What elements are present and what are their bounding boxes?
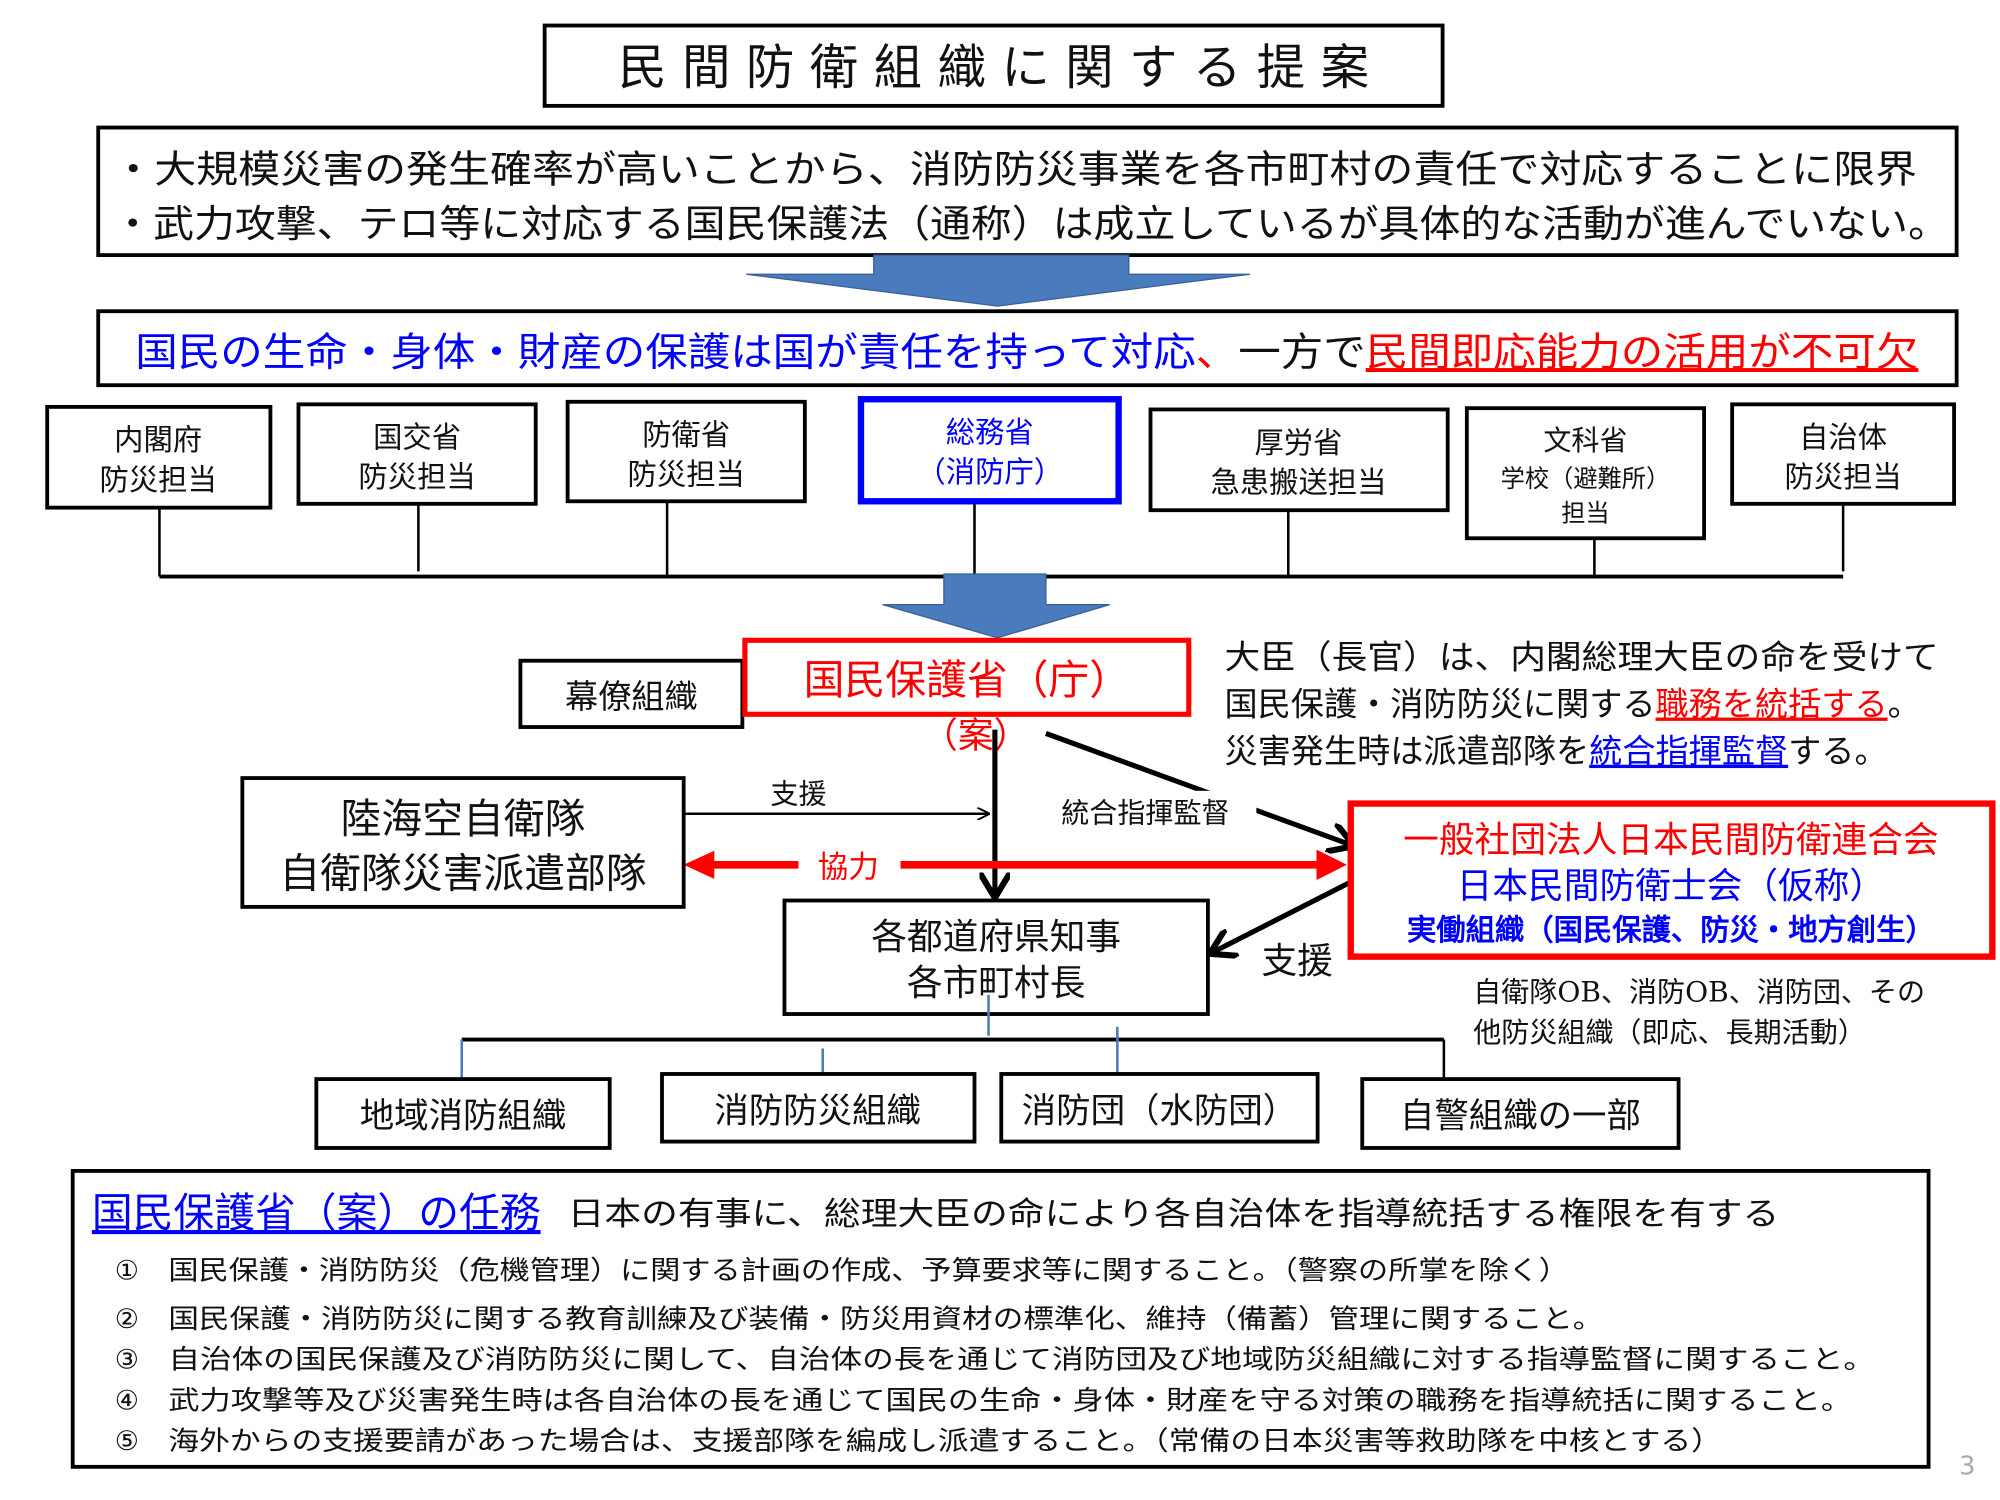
duties-box: 国民保護省（案）の任務 日本の有事に、総理大臣の命により各自治体を指導統括する権… bbox=[70, 1169, 1931, 1469]
ministry-name: 厚労省 bbox=[1254, 426, 1342, 460]
governors-line-1: 各都道府県知事 bbox=[871, 917, 1121, 958]
ministry-role: 防災担当 bbox=[1784, 460, 1901, 494]
duties-subheading: 日本の有事に、総理大臣の命により各自治体を指導統括する権限を有する bbox=[568, 1194, 1780, 1232]
background-line-2: ・武力攻撃、テロ等に対応する国民保護法（通称）は成立しているが具体的な活動が進ん… bbox=[112, 202, 1949, 247]
page-title: 民 間 防 衛 組 織 に 関 す る 提 案 bbox=[618, 40, 1369, 96]
ministry-box-defense: 防衛省 防災担当 bbox=[565, 399, 807, 504]
principle-part-3: 一方で bbox=[1238, 330, 1366, 376]
ministry-name: 防衛省 bbox=[642, 418, 730, 452]
governors-box: 各都道府県知事 各市町村長 bbox=[782, 898, 1210, 1016]
minister-note-line-1: 大臣（長官）は、内閣総理大臣の命を受けて bbox=[1224, 637, 1938, 676]
local-org-community-fire: 地域消防組織 bbox=[314, 1077, 612, 1150]
support-label: 支援 bbox=[770, 778, 826, 811]
ministry-role: 学校（避難所） bbox=[1501, 465, 1671, 493]
ministry-role: 急患搬送担当 bbox=[1210, 465, 1386, 499]
minister-note-text: 。 bbox=[1888, 685, 1921, 724]
background-line-1: ・大規模災害の発生確率が高いことから、消防防災事業を各市町村の責任で対応すること… bbox=[112, 147, 1917, 192]
principle-box: 国民の生命・身体・財産の保護は国が責任を持って対応、一方で民間即応能力の活用が不… bbox=[96, 309, 1959, 388]
association-note-line-2: 他防災組織（即応、長期活動） bbox=[1473, 1016, 1866, 1049]
command-label: 統合指揮監督 bbox=[1061, 797, 1229, 830]
duties-heading: 国民保護省（案）の任務 bbox=[92, 1189, 541, 1237]
ministry-proposal-name: 国民保護省（庁） bbox=[804, 656, 1130, 704]
ministry-name: 自治体 bbox=[1799, 421, 1887, 455]
association-note-line-1: 自衛隊OB、消防OB、消防団、その bbox=[1473, 975, 1925, 1008]
support-label: 支援 bbox=[1261, 941, 1332, 982]
ministry-proposal-note: （案） bbox=[922, 715, 1029, 756]
ministry-box-cabinet-office: 内閣府 防災担当 bbox=[45, 404, 273, 510]
down-arrow-icon bbox=[882, 573, 1110, 639]
duty-item: ③ 自治体の国民保護及び消防防災に関して、自治体の長を通じて消防団及び地域防災組… bbox=[115, 1345, 1875, 1376]
principle-part-2: 、 bbox=[1196, 330, 1239, 376]
minister-note: 大臣（長官）は、内閣総理大臣の命を受けて 国民保護・消防防災に関する職務を統括す… bbox=[1224, 637, 1938, 770]
minister-note-highlight: 職務を統括する bbox=[1656, 685, 1888, 724]
ministry-name: 内閣府 bbox=[114, 423, 202, 457]
minister-note-text: する。 bbox=[1788, 732, 1887, 771]
staff-org-box: 幕僚組織 bbox=[518, 658, 745, 729]
duty-number: ⑤ bbox=[115, 1426, 139, 1457]
duty-text: 国民保護・消防防災に関する教育訓練及び装備・防災用資材の標準化、維持（備蓄）管理… bbox=[168, 1304, 1603, 1335]
local-org-fire-disaster: 消防防災組織 bbox=[660, 1072, 977, 1144]
minister-note-text: 災害発生時は派遣部隊を bbox=[1224, 732, 1589, 771]
governors-line-2: 各市町村長 bbox=[907, 963, 1086, 1004]
local-org-label: 消防防災組織 bbox=[714, 1091, 921, 1131]
association-role: 実働組織（国民保護、防災・地方創生） bbox=[1407, 912, 1935, 947]
principle-part-1: 国民の生命・身体・財産の保護は国が責任を持って対応 bbox=[135, 330, 1196, 376]
ministry-name: 総務省 bbox=[946, 416, 1034, 450]
ministry-box-mlit: 国交省 防災担当 bbox=[296, 402, 538, 506]
background-box: ・大規模災害の発生確率が高いことから、消防防災事業を各市町村の責任で対応すること… bbox=[96, 125, 1959, 258]
ministry-box-local-government: 自治体 防災担当 bbox=[1730, 402, 1956, 506]
ministry-name: 国交省 bbox=[373, 421, 461, 455]
ministry-box-health: 厚労省 急患搬送担当 bbox=[1148, 407, 1450, 513]
duty-item: ① 国民保護・消防防災（危機管理）に関する計画の作成、予算要求等に関すること。（… bbox=[115, 1255, 1569, 1286]
local-org-label: 消防団（水防団） bbox=[1022, 1091, 1297, 1131]
sdf-box: 陸海空自衛隊 自衛隊災害派遣部隊 bbox=[240, 776, 686, 909]
duty-number: ② bbox=[115, 1304, 139, 1335]
title-box: 民 間 防 衛 組 織 に 関 す る 提 案 bbox=[542, 23, 1445, 108]
association-alt-name: 日本民間防衛士会（仮称） bbox=[1457, 866, 1885, 907]
ministry-role: 担当 bbox=[1561, 500, 1609, 528]
minister-note-text: 国民保護・消防防災に関する bbox=[1224, 685, 1655, 724]
sdf-line-2: 自衛隊災害派遣部隊 bbox=[279, 850, 646, 898]
duty-text: 武力攻撃等及び災害発生時は各自治体の長を通じて国民の生命・身体・財産を守る対策の… bbox=[168, 1385, 1852, 1416]
association-box: 一般社団法人日本民間防衛連合会 日本民間防衛士会（仮称） 実働組織（国民保護、防… bbox=[1347, 800, 1996, 960]
principle-part-4: 民間即応能力の活用が不可欠 bbox=[1366, 330, 1919, 376]
local-org-fire-brigade: 消防団（水防団） bbox=[999, 1072, 1320, 1144]
ministry-role: 防災担当 bbox=[358, 460, 475, 494]
ministry-role: 防災担当 bbox=[628, 458, 745, 492]
down-arrow-icon bbox=[746, 254, 1251, 307]
duty-number: ④ bbox=[115, 1385, 139, 1416]
duty-item: ⑤ 海外からの支援要請があった場合は、支援部隊を編成し派遣すること。（常備の日本… bbox=[115, 1426, 1722, 1457]
duty-item: ② 国民保護・消防防災に関する教育訓練及び装備・防災用資材の標準化、維持（備蓄）… bbox=[115, 1304, 1604, 1335]
duty-item: ④ 武力攻撃等及び災害発生時は各自治体の長を通じて国民の生命・身体・財産を守る対… bbox=[115, 1385, 1852, 1416]
duty-text: 海外からの支援要請があった場合は、支援部隊を編成し派遣すること。（常備の日本災害… bbox=[168, 1426, 1722, 1457]
local-org-label: 自警組織の一部 bbox=[1400, 1097, 1641, 1137]
ministry-role: 防災担当 bbox=[100, 463, 217, 497]
cooperation-label: 協力 bbox=[818, 851, 879, 886]
local-org-vigilance: 自警組織の一部 bbox=[1360, 1077, 1681, 1150]
ministry-name: 文科省 bbox=[1543, 424, 1627, 457]
association-name: 一般社団法人日本民間防衛連合会 bbox=[1403, 820, 1939, 861]
local-org-lines bbox=[460, 994, 1446, 1080]
duty-number: ① bbox=[115, 1255, 139, 1286]
svg-text:国民保護・消防防災に関する職務を統括する。: 国民保護・消防防災に関する職務を統括する。 bbox=[1224, 685, 1920, 724]
ministry-box-education: 文科省 学校（避難所） 担当 bbox=[1464, 406, 1706, 541]
local-org-label: 地域消防組織 bbox=[360, 1097, 567, 1137]
svg-text:災害発生時は派遣部隊を統合指揮監督する。: 災害発生時は派遣部隊を統合指揮監督する。 bbox=[1224, 732, 1887, 771]
minister-note-highlight: 統合指揮監督 bbox=[1589, 732, 1788, 771]
duty-text: 国民保護・消防防災（危機管理）に関する計画の作成、予算要求等に関すること。（警察… bbox=[168, 1255, 1569, 1286]
ministry-proposal-box: 国民保護省（庁） （案） bbox=[742, 637, 1192, 756]
duty-text: 自治体の国民保護及び消防防災に関して、自治体の長を通じて消防団及び地域防災組織に… bbox=[168, 1345, 1875, 1376]
ministry-box-internal-affairs: 総務省 （消防庁） bbox=[857, 396, 1122, 505]
page-number: 3 bbox=[1959, 1451, 1975, 1481]
sdf-line-1: 陸海空自衛隊 bbox=[341, 795, 586, 843]
ministry-role: （消防庁） bbox=[916, 455, 1063, 489]
staff-org-label: 幕僚組織 bbox=[565, 677, 698, 716]
duty-number: ③ bbox=[115, 1345, 139, 1376]
